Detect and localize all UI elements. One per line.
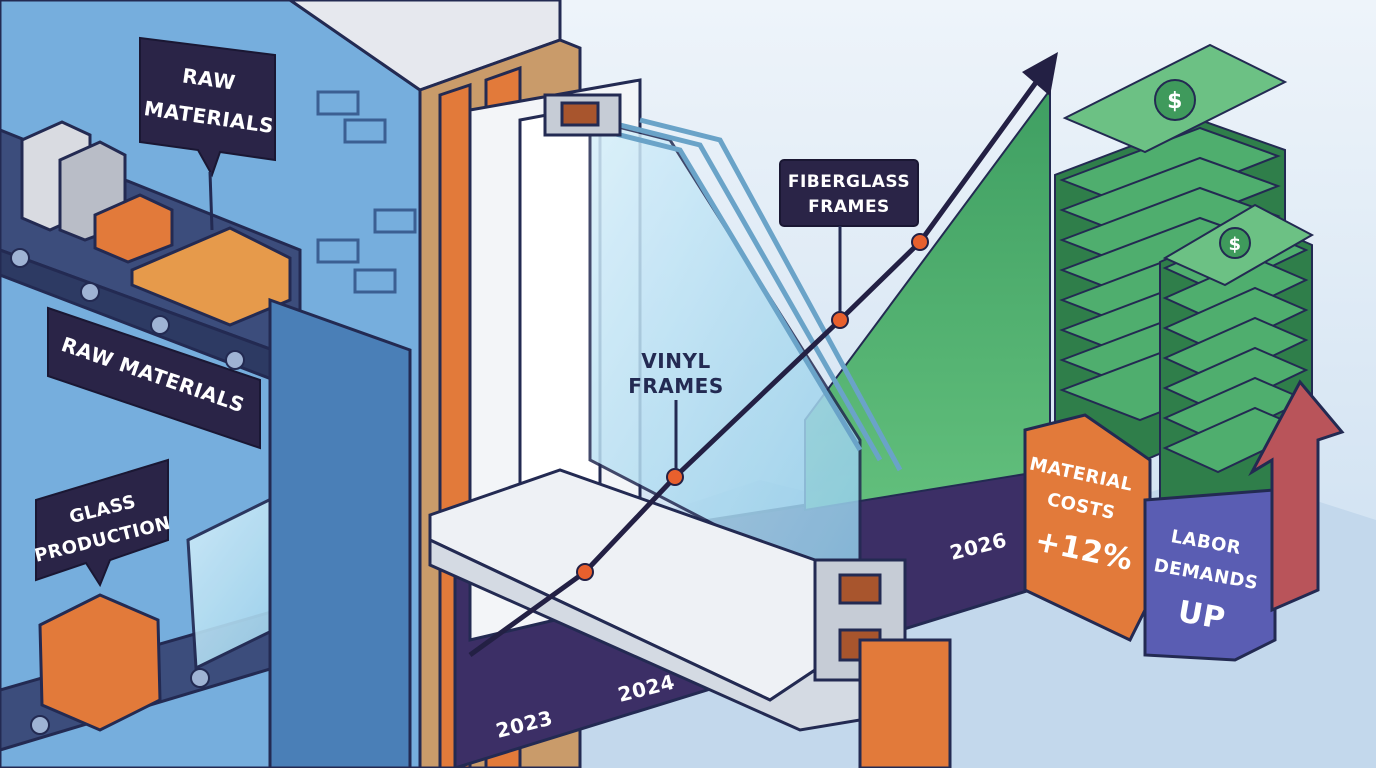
trend-point: [666, 468, 684, 486]
wall-slab: [858, 638, 952, 768]
labor-demands-line3: UP: [1175, 594, 1228, 637]
trend-point: [911, 233, 929, 251]
dollar-badge: [1154, 79, 1196, 121]
material-costs-block: MATERIAL COSTS +12%: [1023, 413, 1152, 642]
vinyl-frames-line2: FRAMES: [628, 374, 724, 398]
dollar-sign-small: $: [1228, 234, 1241, 255]
fiberglass-frames-line1: FIBERGLASS: [788, 172, 910, 192]
vinyl-frames-line1: VINYL: [641, 349, 710, 373]
glass-block: [38, 593, 162, 732]
top-conveyor: [0, 120, 302, 393]
labor-demands-block: LABOR DEMANDS UP: [1143, 488, 1277, 662]
raw-materials-callout: RAW MATERIALS: [139, 36, 276, 231]
dollar-badge-small: [1219, 227, 1251, 259]
raw-material-blocks: [20, 120, 292, 327]
window-cutaway: [428, 78, 907, 732]
doorway: [268, 297, 412, 768]
trend-point: [576, 563, 594, 581]
trend-line: [468, 68, 1048, 658]
fiberglass-frames-callout: FIBERGLASS FRAMES: [779, 159, 919, 312]
fiberglass-frames-line2: FRAMES: [808, 197, 890, 217]
trend-arrowhead: [1022, 52, 1058, 96]
brick-pattern: [316, 90, 417, 294]
dollar-sign: $: [1167, 89, 1183, 114]
vinyl-frames-label: VINYL FRAMES: [628, 349, 724, 470]
trend-point: [831, 311, 849, 329]
up-arrow-icon: [1248, 379, 1345, 613]
trend-chart: [468, 52, 1058, 658]
